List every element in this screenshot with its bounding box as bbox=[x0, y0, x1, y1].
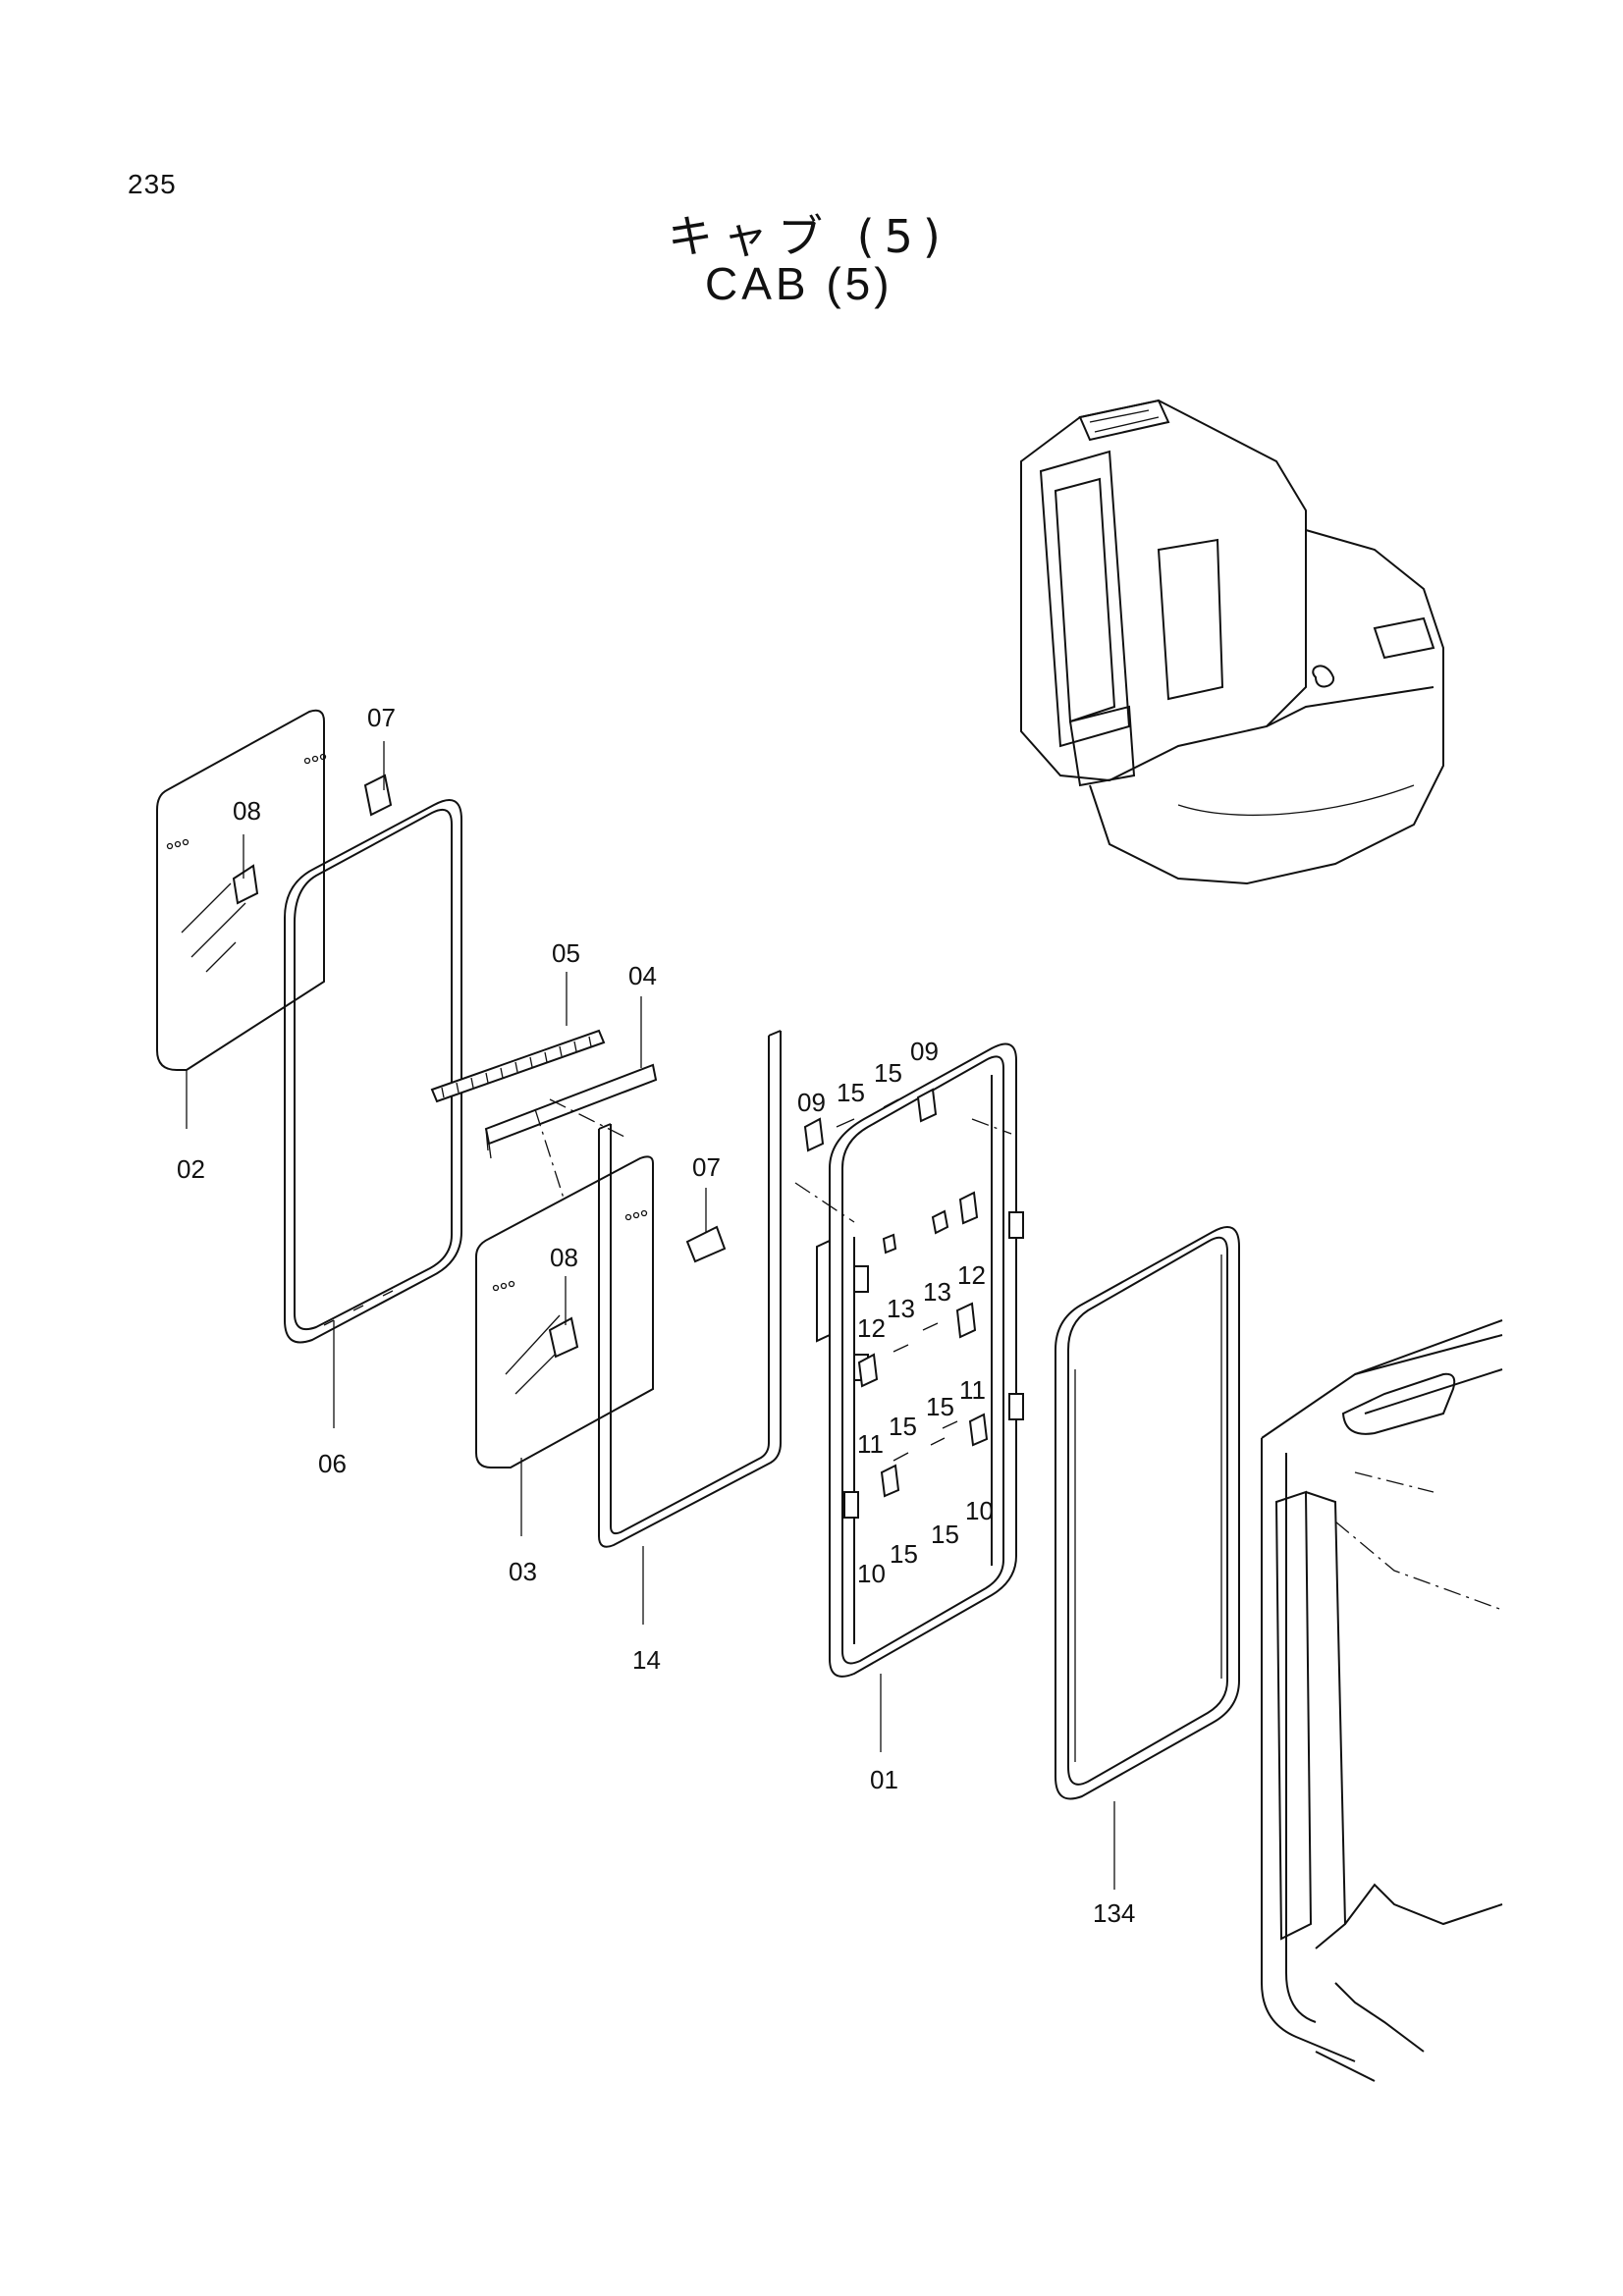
title-english: CAB (5) bbox=[705, 258, 893, 309]
page-number: 235 bbox=[128, 169, 177, 199]
callout-07-lower: 07 bbox=[692, 1152, 721, 1182]
callout-09-right: 09 bbox=[910, 1037, 939, 1066]
callout-15-a: 15 bbox=[837, 1078, 865, 1107]
callout-13-left: 13 bbox=[887, 1294, 915, 1323]
cab-overview-illustration bbox=[1020, 399, 1444, 885]
callout-01: 01 bbox=[870, 1765, 898, 1794]
callout-12-left: 12 bbox=[857, 1313, 886, 1343]
callout-11-right: 11 bbox=[959, 1375, 986, 1405]
callout-11-left: 11 bbox=[857, 1429, 884, 1459]
callout-10-left: 10 bbox=[857, 1559, 886, 1588]
part-01-door-frame bbox=[794, 1042, 1024, 1678]
leader-lines bbox=[186, 741, 1115, 1890]
callout-06: 06 bbox=[318, 1449, 347, 1478]
callout-15-f: 15 bbox=[890, 1539, 918, 1569]
callout-134: 134 bbox=[1093, 1898, 1135, 1928]
callout-13-right: 13 bbox=[923, 1277, 951, 1307]
callout-09-left: 09 bbox=[797, 1088, 826, 1117]
callout-08-upper: 08 bbox=[233, 796, 261, 826]
callout-15-b: 15 bbox=[874, 1058, 902, 1088]
callout-08-lower: 08 bbox=[550, 1243, 578, 1272]
part-06-seal-frame bbox=[284, 799, 462, 1344]
callout-labels: 07 08 02 06 05 04 07 08 03 14 09 15 15 0… bbox=[177, 703, 1135, 1928]
part-02-glass-upper bbox=[156, 709, 393, 1071]
callout-15-d: 15 bbox=[889, 1412, 917, 1441]
callout-10-right: 10 bbox=[965, 1496, 994, 1525]
callout-15-e: 15 bbox=[931, 1520, 959, 1549]
callout-15-c: 15 bbox=[926, 1392, 954, 1421]
callout-03: 03 bbox=[509, 1557, 537, 1586]
part-03-glass-lower bbox=[475, 1155, 727, 1468]
callout-12-right: 12 bbox=[957, 1260, 986, 1290]
callout-05: 05 bbox=[552, 938, 580, 968]
callout-14: 14 bbox=[632, 1645, 661, 1675]
callout-04: 04 bbox=[628, 961, 657, 990]
title-japanese: キャブ (5) bbox=[668, 210, 950, 263]
part-14-channel bbox=[598, 1030, 782, 1548]
callout-07-upper: 07 bbox=[367, 703, 396, 732]
cab-body-section bbox=[1261, 1319, 1503, 2082]
callout-02: 02 bbox=[177, 1154, 205, 1184]
part-134-weatherstrip bbox=[1055, 1226, 1240, 1800]
part-05-04-strips bbox=[430, 1029, 658, 1233]
